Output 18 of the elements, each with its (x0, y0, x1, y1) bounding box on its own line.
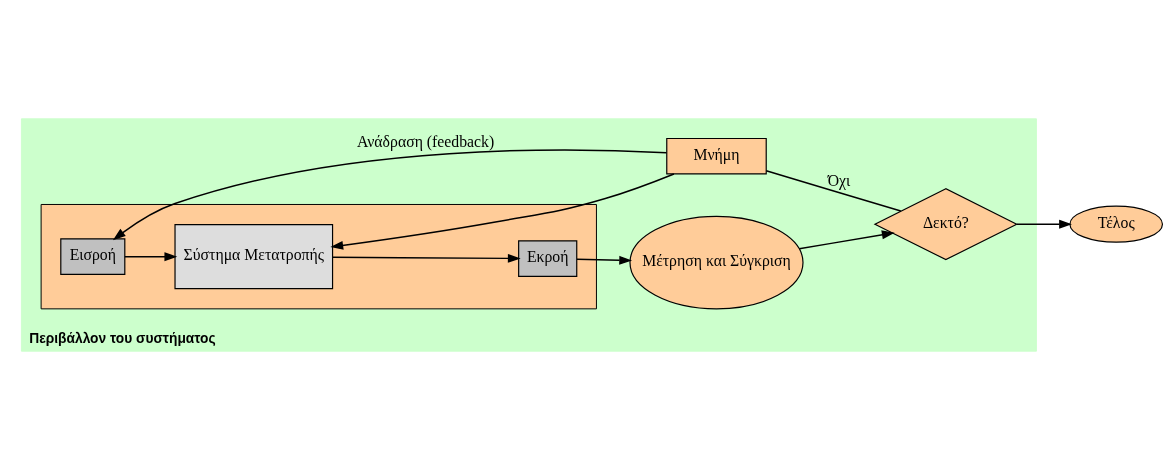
arrow (330, 173, 675, 250)
arrow (331, 253, 521, 263)
node-diamond: Δεκτό? (873, 188, 1019, 261)
connector (765, 170, 902, 212)
arrow (576, 255, 633, 265)
arrow (124, 252, 178, 262)
edge-label: Ανάδραση (feedback) (357, 133, 495, 151)
node-box: Εκροή (518, 240, 578, 277)
node-box: Εισροή (60, 238, 126, 275)
arrow (112, 149, 668, 241)
edge-label: Όχι (827, 171, 851, 189)
arrow (1016, 219, 1072, 229)
node-box: Σύστημα Μετατροπής (174, 224, 334, 290)
node-ellipse: Τέλος (1069, 205, 1164, 243)
cluster (40, 204, 597, 310)
arrow (798, 230, 895, 250)
node-ellipse: Μέτρηση και Σύγκριση (629, 215, 804, 310)
node-box: Μνήμη (666, 137, 767, 175)
